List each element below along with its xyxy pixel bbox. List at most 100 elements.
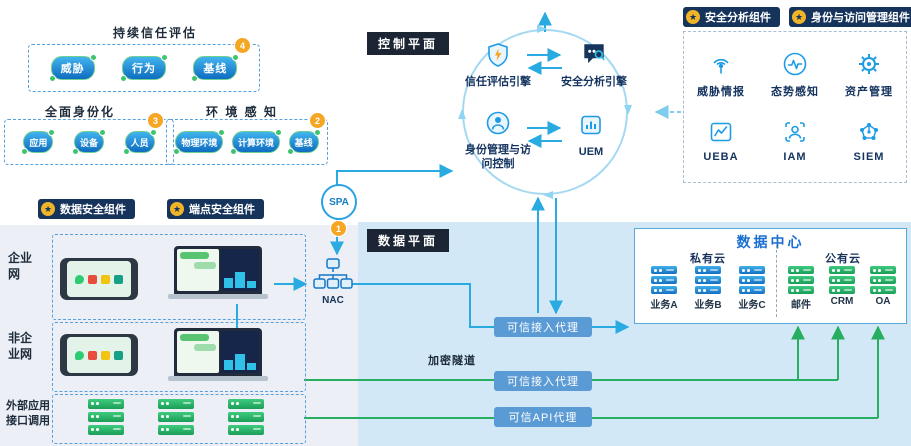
laptop-non-enterprise	[168, 328, 268, 381]
server-icon	[651, 266, 677, 294]
pill-physical-env: 物理环境	[173, 129, 226, 155]
badge-label: 端点安全组件	[189, 204, 255, 216]
step-badge-4: 4	[234, 37, 251, 54]
cloud-divider	[776, 245, 777, 317]
external-server-stack	[158, 399, 194, 438]
badge-data-security: ★ 数据安全组件	[38, 199, 135, 219]
enterprise-net-label: 企业网	[8, 251, 33, 282]
uem-node: UEM	[557, 112, 625, 159]
uem-bars-icon	[581, 115, 601, 135]
panel-item-label: 资产管理	[845, 85, 893, 98]
external-server-stack	[228, 399, 264, 438]
panel-item-situation-awareness: 态势感知	[771, 51, 819, 99]
smartphone-enterprise	[60, 258, 138, 300]
laptop-screen	[174, 328, 262, 376]
chat-pane	[177, 331, 219, 373]
public-cloud-label: 公有云	[825, 253, 861, 265]
step-badge-1: 1	[330, 220, 347, 237]
gear-icon	[859, 53, 879, 74]
smartphone-non-enterprise	[60, 334, 138, 376]
trust-eval-title: 持续信任评估	[112, 26, 197, 40]
service-business-c: 业务C	[731, 266, 773, 311]
badge-label: 身份与访问管理组件	[811, 12, 910, 24]
person-circle-icon	[486, 111, 510, 135]
non-enterprise-net-box	[52, 322, 306, 392]
laptop-enterprise	[168, 246, 268, 299]
app-icon	[114, 350, 123, 360]
spa-node: SPA	[321, 184, 357, 220]
network-nodes-icon	[860, 123, 878, 141]
service-label: 邮件	[791, 300, 811, 311]
server-icon	[870, 266, 896, 294]
pill-behavior: 行为	[119, 54, 168, 82]
app-icon	[88, 350, 97, 360]
analysis-engine-node: 安全分析引擎	[555, 40, 633, 89]
data-center-title: 数据中心	[736, 234, 805, 250]
server-icon	[829, 266, 855, 294]
service-label: OA	[875, 296, 891, 307]
dashboard-pane	[220, 331, 259, 373]
chat-analysis-icon	[584, 44, 605, 64]
environment-group: 物理环境 计算环境 基线	[166, 119, 328, 165]
chat-app-icon	[75, 350, 84, 360]
cycle-arrowheads	[458, 25, 632, 199]
data-center: 数据中心 私有云 公有云 业务A 业务B 业务C 邮件 CRM OA	[634, 228, 907, 324]
panel-item-label: 态势感知	[771, 85, 819, 98]
star-icon: ★	[41, 202, 55, 216]
components-panel: 威胁情报 态势感知 资产管理	[683, 31, 907, 183]
trusted-access-proxy-2: 可信接入代理	[494, 371, 592, 391]
panel-item-label: IAM	[783, 151, 807, 164]
external-server-stack	[88, 399, 124, 438]
control-plane-header: 控制平面	[367, 32, 450, 55]
identity-title: 全面身份化	[44, 105, 115, 119]
panel-item-label: 威胁情报	[697, 85, 745, 98]
app-icon	[88, 274, 97, 284]
phone-screen	[67, 261, 131, 297]
identity-mgmt-label: 身份管理与访问控制	[465, 144, 531, 171]
pill-baseline: 基线	[191, 54, 240, 82]
service-business-a: 业务A	[643, 266, 685, 311]
badge-security-analysis: ★ 安全分析组件	[683, 7, 780, 27]
step-badge-3: 3	[147, 112, 164, 129]
panel-item-ueba: UEBA	[703, 119, 738, 163]
encrypted-tunnel-label: 加密隧道	[428, 355, 476, 367]
service-label: 业务A	[650, 300, 678, 311]
server-icon	[228, 399, 264, 435]
chat-app-icon	[75, 274, 84, 284]
app-icon	[114, 274, 123, 284]
service-oa: OA	[865, 266, 901, 307]
step-badge-2: 2	[309, 112, 326, 129]
chart-icon	[710, 123, 732, 142]
trusted-api-proxy: 可信API代理	[494, 407, 592, 427]
dashboard-pane	[220, 249, 259, 291]
person-frame-icon	[785, 122, 805, 143]
chat-pane	[177, 249, 219, 291]
service-business-b: 业务B	[687, 266, 729, 311]
private-cloud-label: 私有云	[690, 253, 726, 265]
panel-item-asset-mgmt: 资产管理	[845, 51, 893, 99]
badge-endpoint-security: ★ 端点安全组件	[167, 199, 264, 219]
nac-label: NAC	[322, 295, 344, 306]
external-app-label: 外部应用接口调用	[6, 400, 50, 427]
server-icon	[739, 266, 765, 294]
phone-screen	[67, 337, 131, 373]
shield-icon	[488, 43, 508, 67]
laptop-base	[168, 376, 268, 381]
identity-mgmt-node: 身份管理与访问控制	[462, 110, 534, 172]
badge-label: 数据安全组件	[60, 204, 126, 216]
server-icon	[695, 266, 721, 294]
data-plane-header: 数据平面	[367, 229, 450, 252]
non-enterprise-net-label: 非企业网	[8, 331, 33, 362]
badge-identity-access: ★ 身份与访问管理组件	[789, 7, 911, 27]
analysis-engine-label: 安全分析引擎	[561, 76, 627, 88]
service-label: 业务B	[694, 300, 722, 311]
panel-item-label: UEBA	[703, 151, 739, 164]
nac-node	[313, 258, 353, 299]
nac-hub-icon	[313, 258, 353, 289]
trust-eval-group: 威胁 行为 基线	[28, 44, 260, 92]
service-crm: CRM	[824, 266, 860, 307]
app-icon	[101, 274, 110, 284]
star-icon: ★	[170, 202, 184, 216]
star-icon: ★	[792, 10, 806, 24]
laptop-base	[168, 294, 268, 299]
